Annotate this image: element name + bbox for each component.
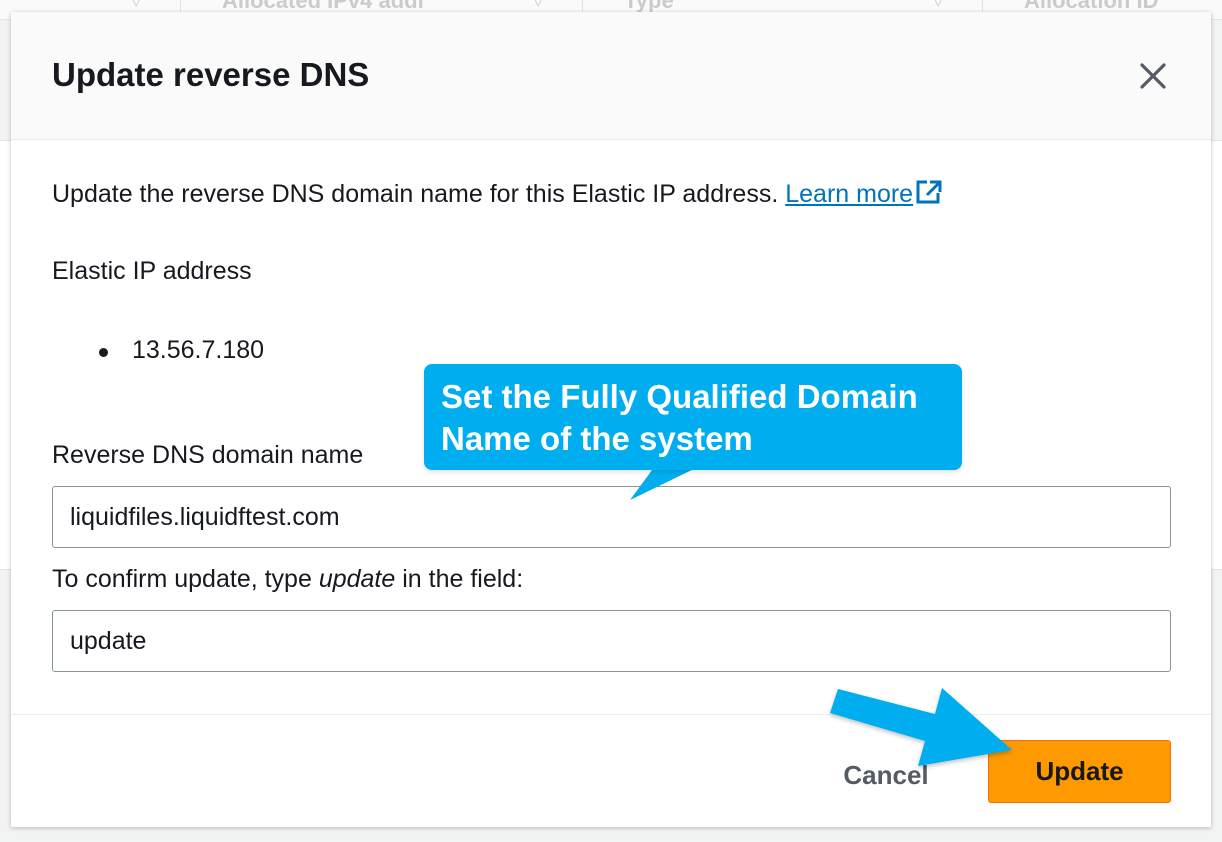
background-column-ipv4: Allocated IPv4 addr: [222, 0, 427, 13]
confirm-label-prefix: To confirm update, type: [52, 565, 319, 593]
reverse-dns-input[interactable]: [52, 486, 1171, 548]
learn-more-label: Learn more: [785, 180, 914, 208]
close-icon: [1140, 63, 1166, 89]
background-column-allocation: Allocation ID: [1024, 0, 1159, 13]
modal-description: Update the reverse DNS domain name for t…: [52, 179, 943, 209]
elastic-ip-value: 13.56.7.180: [132, 336, 265, 364]
confirm-label: To confirm update, type update in the fi…: [52, 565, 523, 594]
update-button[interactable]: Update: [988, 740, 1171, 803]
learn-more-link[interactable]: Learn more: [785, 180, 913, 208]
elastic-ip-label: Elastic IP address: [52, 257, 252, 285]
reverse-dns-label: Reverse DNS domain name: [52, 441, 364, 469]
description-text: Update the reverse DNS domain name for t…: [52, 180, 779, 208]
external-link-icon: [916, 180, 942, 204]
close-button[interactable]: [1133, 56, 1173, 96]
confirm-input[interactable]: [52, 610, 1171, 672]
confirm-label-suffix: in the field:: [395, 565, 524, 593]
background-column-type: Type: [624, 0, 674, 13]
sort-icon: ▽: [130, 0, 143, 9]
callout-line-1: Set the Fully Qualified Domain: [441, 378, 918, 415]
annotation-callout: Set the Fully Qualified Domain Name of t…: [424, 364, 962, 470]
confirm-keyword: update: [318, 565, 396, 593]
cancel-button[interactable]: Cancel: [821, 755, 951, 795]
background-panel: [0, 140, 12, 570]
modal-footer: Cancel Update: [11, 714, 1211, 827]
modal-title: Update reverse DNS: [52, 56, 370, 93]
modal-header: Update reverse DNS: [11, 12, 1211, 140]
bullet-icon: [99, 348, 108, 357]
callout-line-2: Name of the system: [441, 420, 753, 457]
sort-icon: ▽: [532, 0, 545, 9]
sort-icon: ▽: [932, 0, 945, 9]
